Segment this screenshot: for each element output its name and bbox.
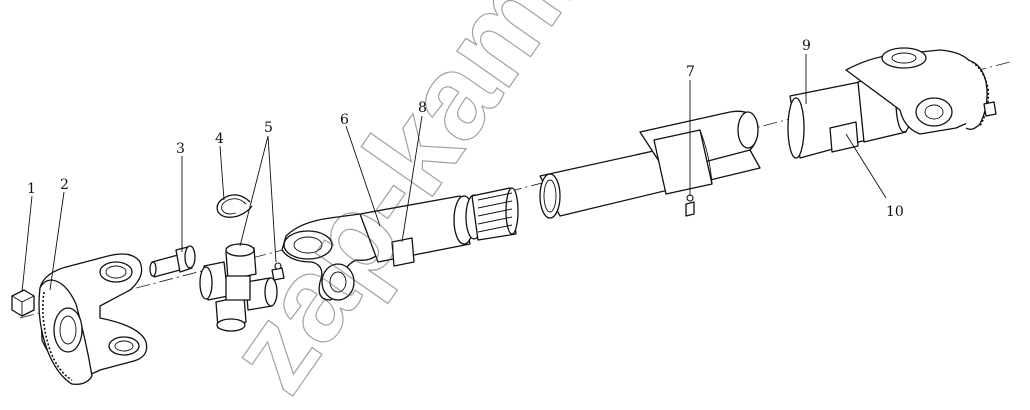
label-plate-8 <box>391 237 415 267</box>
callout-3: 3 <box>176 141 185 157</box>
part-snap-ring <box>216 194 253 218</box>
label-plate-10 <box>829 121 859 153</box>
part-universal-joint-cross <box>199 243 278 332</box>
part-tube-yoke <box>787 47 997 159</box>
callout-7: 7 <box>686 64 695 80</box>
callout-10: 10 <box>886 204 904 220</box>
part-nut <box>11 289 35 317</box>
callout-1: 1 <box>27 181 36 197</box>
leader-lines <box>21 54 887 293</box>
callout-5: 5 <box>264 120 273 136</box>
callout-2: 2 <box>60 177 69 193</box>
callout-8: 8 <box>418 100 427 116</box>
part-balance-weight <box>685 194 695 217</box>
part-slip-yoke <box>281 187 519 301</box>
part-flange-yoke <box>38 253 148 385</box>
part-bolt <box>149 245 196 278</box>
callout-6: 6 <box>340 112 349 128</box>
callout-9: 9 <box>802 38 811 54</box>
part-tube <box>539 110 761 219</box>
part-grease-fitting <box>271 262 285 281</box>
callout-4: 4 <box>215 131 224 147</box>
